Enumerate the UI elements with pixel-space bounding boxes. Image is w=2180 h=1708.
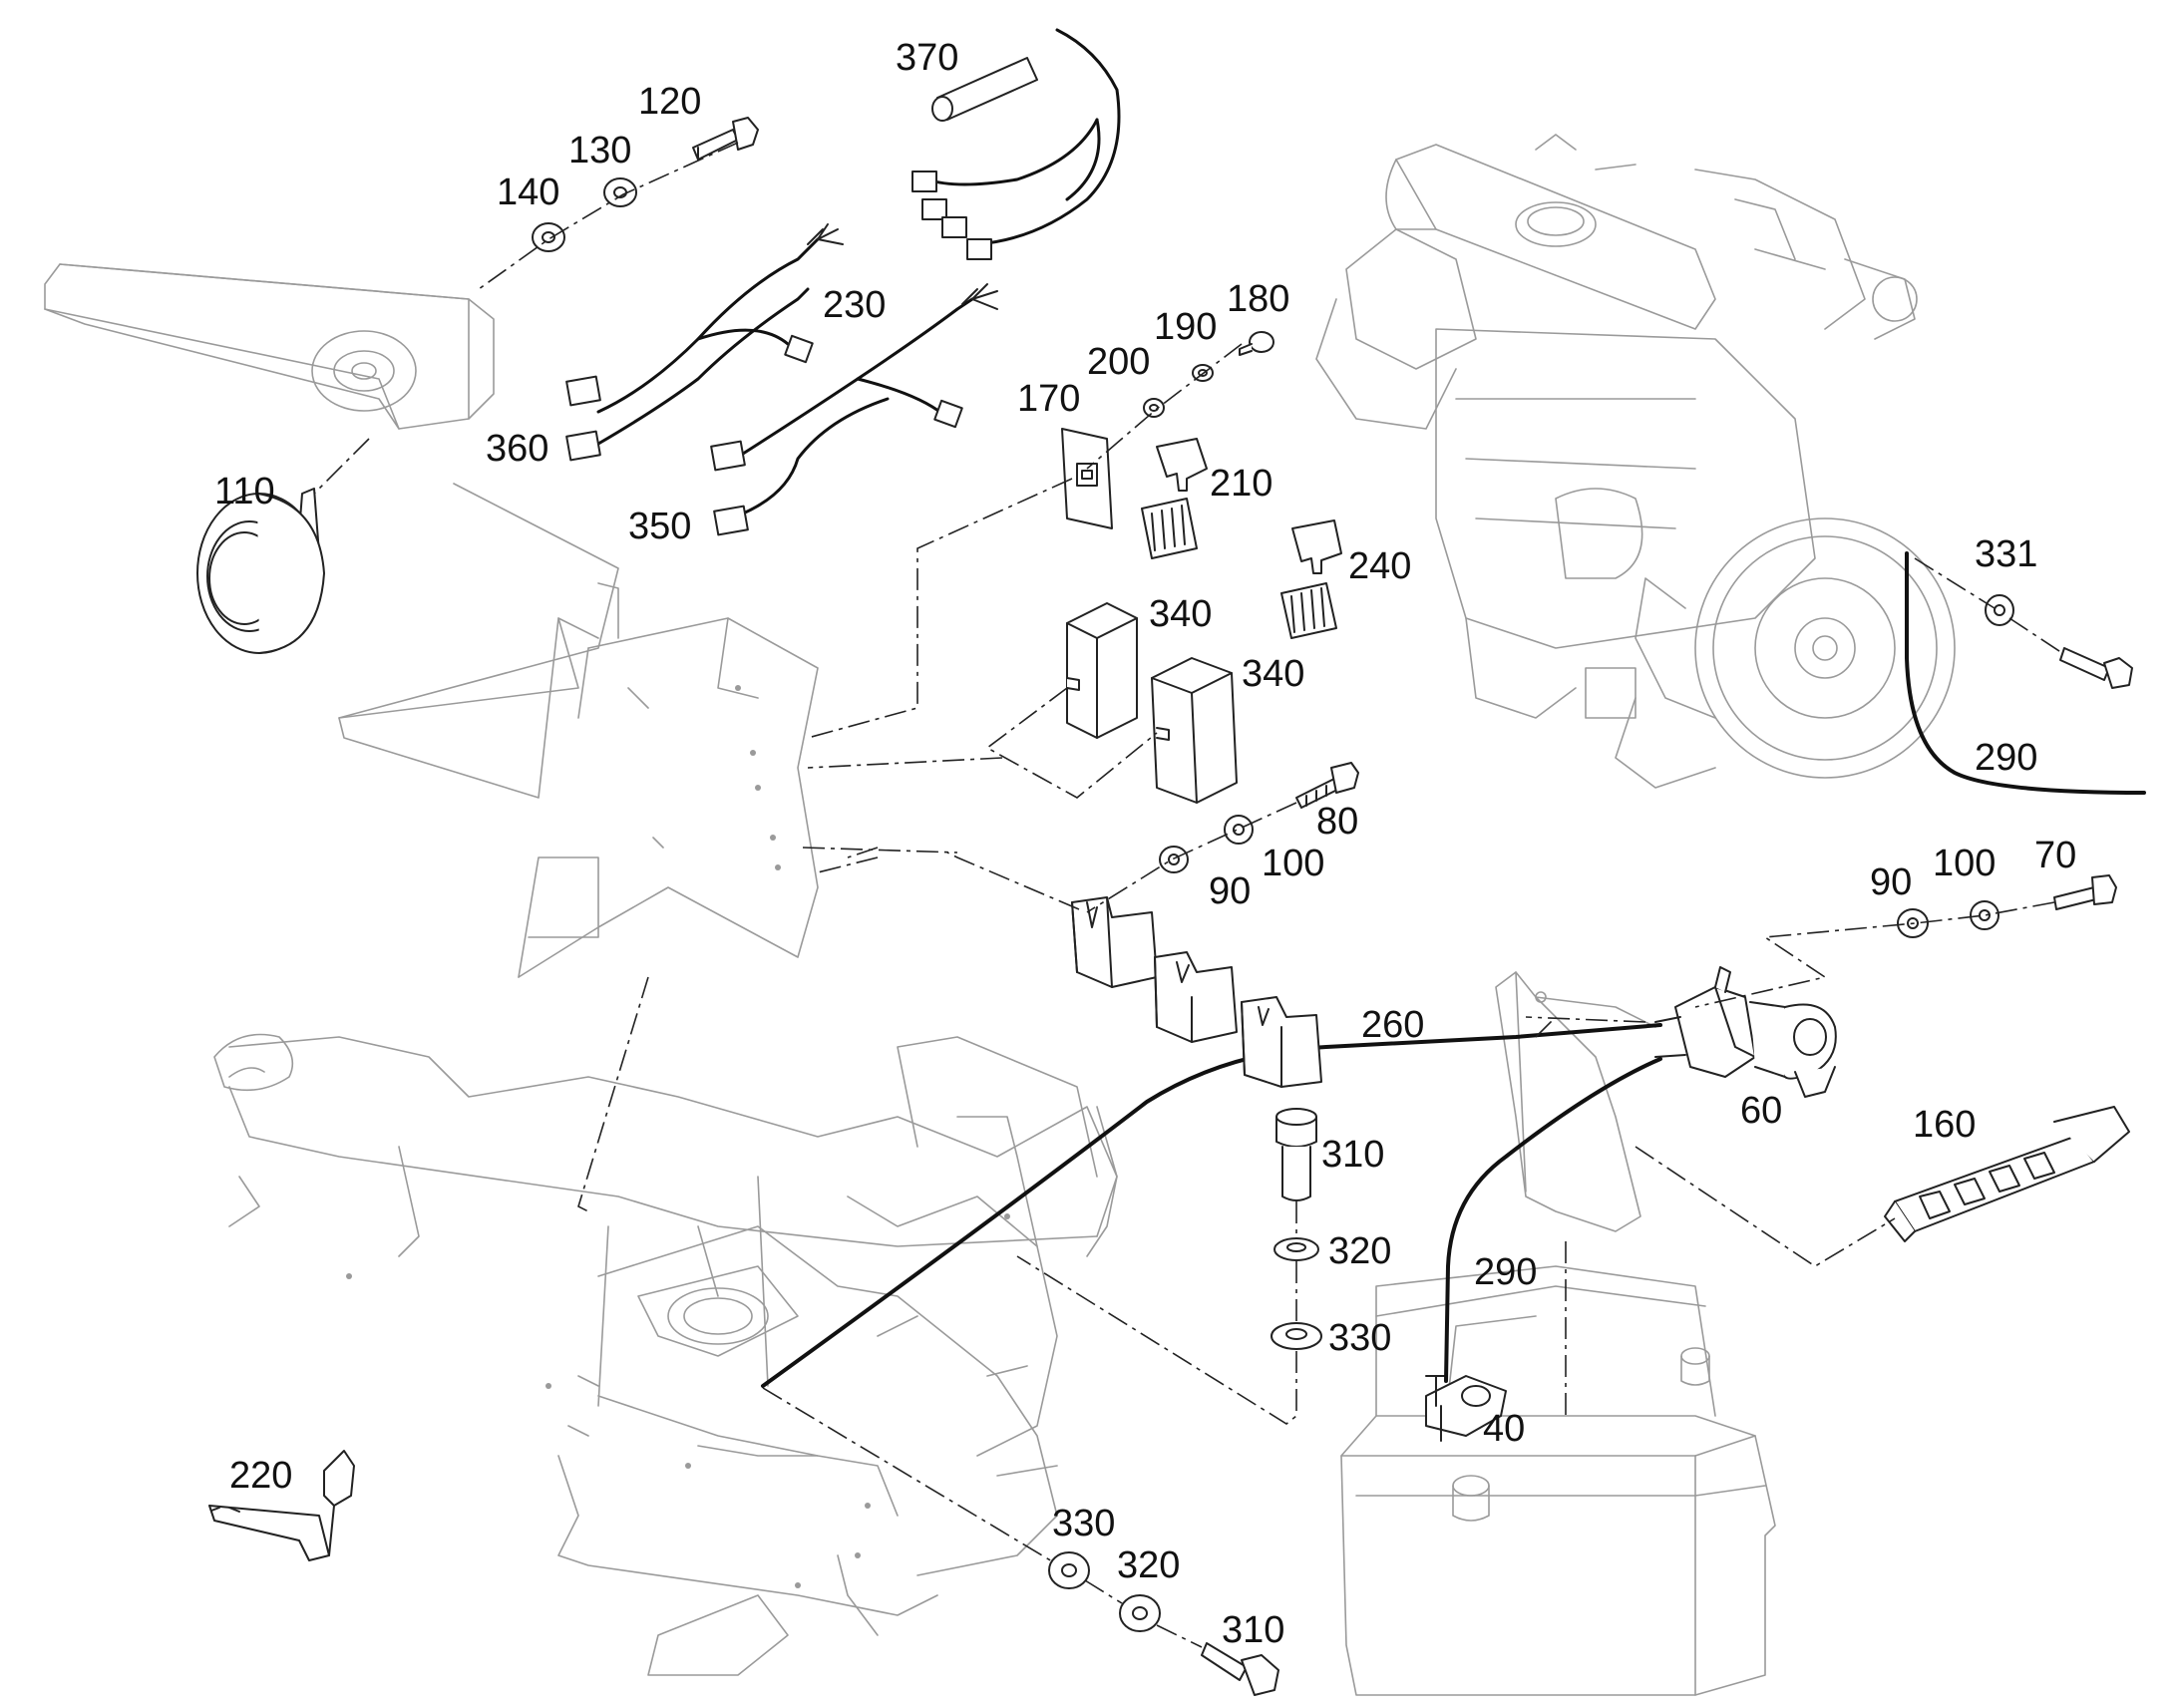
callout-170: 170 — [1017, 378, 1080, 420]
washer-330-bottom — [1048, 1551, 1090, 1589]
horn-bracket — [44, 263, 495, 430]
fuse-block-210 — [1141, 498, 1198, 559]
fuse-holder-170 — [1061, 428, 1113, 529]
callout-310-center: 310 — [1321, 1134, 1384, 1176]
relay-340b — [1151, 657, 1238, 804]
callout-310-bottom: 310 — [1222, 1609, 1284, 1651]
callout-370: 370 — [896, 37, 958, 79]
callout-290-battery: 290 — [1474, 1251, 1537, 1293]
clip-220 — [208, 1450, 355, 1561]
callout-120: 120 — [638, 81, 701, 123]
screw-180 — [1239, 331, 1274, 356]
callout-100-left: 100 — [1262, 843, 1324, 884]
washer-90-left — [1159, 846, 1189, 873]
washer-330-center — [1271, 1322, 1322, 1350]
washer-320-center — [1273, 1237, 1319, 1261]
callout-130: 130 — [568, 130, 631, 171]
bolt-120 — [692, 117, 759, 161]
callout-350: 350 — [628, 506, 691, 547]
washer-200 — [1143, 398, 1165, 418]
wire-harness-350 — [710, 283, 998, 536]
wire-harness-230 — [565, 223, 844, 462]
terminal-cover-160 — [1884, 1106, 2130, 1242]
callout-230: 230 — [823, 284, 886, 326]
engine — [1315, 134, 1956, 789]
callout-labels: 40 60 70 80 90 90 100 100 110 120 130 14… — [214, 37, 2076, 1651]
callout-40: 40 — [1483, 1408, 1525, 1450]
callout-340-lower: 340 — [1242, 653, 1304, 695]
bolt-70 — [2053, 874, 2117, 910]
callout-90-right: 90 — [1870, 861, 1912, 903]
fuse-240 — [1291, 519, 1342, 574]
washer-100-left — [1224, 815, 1254, 845]
chassis-frame — [213, 483, 1118, 1676]
relay-small-1 — [1071, 896, 1158, 988]
washer-320-bottom — [1119, 1594, 1161, 1632]
bolt-80 — [1295, 762, 1359, 809]
chassis-rivets — [346, 685, 1010, 1588]
leader-lines — [313, 142, 2063, 1648]
callout-100-right: 100 — [1933, 843, 1996, 884]
relay-small-3 — [1241, 996, 1322, 1088]
cable-290-battery — [1444, 1057, 1662, 1383]
callout-210: 210 — [1210, 463, 1272, 505]
callout-320-bottom: 320 — [1117, 1544, 1180, 1586]
cable-260 — [761, 1023, 1662, 1388]
fuse-210 — [1156, 438, 1208, 492]
callout-320-center: 320 — [1328, 1230, 1391, 1272]
callout-160: 160 — [1913, 1104, 1976, 1146]
callout-331: 331 — [1975, 533, 2037, 575]
callout-190: 190 — [1154, 306, 1217, 348]
cable-290-engine — [1905, 551, 2146, 795]
horn — [196, 488, 325, 654]
callout-260: 260 — [1361, 1004, 1424, 1046]
callout-340-upper: 340 — [1149, 593, 1212, 635]
callout-360: 360 — [486, 428, 548, 470]
battery — [1340, 1265, 1776, 1696]
callout-220: 220 — [229, 1455, 292, 1497]
washer-100-right — [1970, 900, 1999, 930]
fuse-block-240 — [1280, 582, 1337, 639]
battery-terminal-clamp — [1425, 1375, 1507, 1442]
callout-330-center: 330 — [1328, 1317, 1391, 1359]
switch-bracket — [1495, 971, 1656, 1232]
callout-110: 110 — [214, 471, 275, 512]
washer-140 — [532, 222, 565, 252]
bolt-310-center — [1275, 1108, 1317, 1201]
callout-290-engine: 290 — [1975, 737, 2037, 779]
callout-70: 70 — [2034, 835, 2076, 876]
callout-200: 200 — [1087, 341, 1150, 383]
callout-140: 140 — [497, 171, 559, 213]
relay-340a — [1066, 602, 1138, 739]
callout-330-bottom: 330 — [1052, 1503, 1115, 1544]
washer-331 — [1985, 594, 2014, 626]
battery-switch — [1654, 966, 1837, 1098]
callout-90-left: 90 — [1209, 870, 1251, 912]
bolt-310-bottom — [1201, 1642, 1279, 1696]
bolt-engine — [2059, 647, 2133, 689]
callout-180: 180 — [1227, 278, 1289, 320]
relay-small-2 — [1154, 951, 1238, 1043]
callout-240: 240 — [1348, 545, 1411, 587]
tube-370 — [931, 57, 1038, 122]
sensor-harness — [911, 28, 1121, 260]
callout-80: 80 — [1316, 801, 1358, 843]
callout-60: 60 — [1740, 1090, 1782, 1132]
